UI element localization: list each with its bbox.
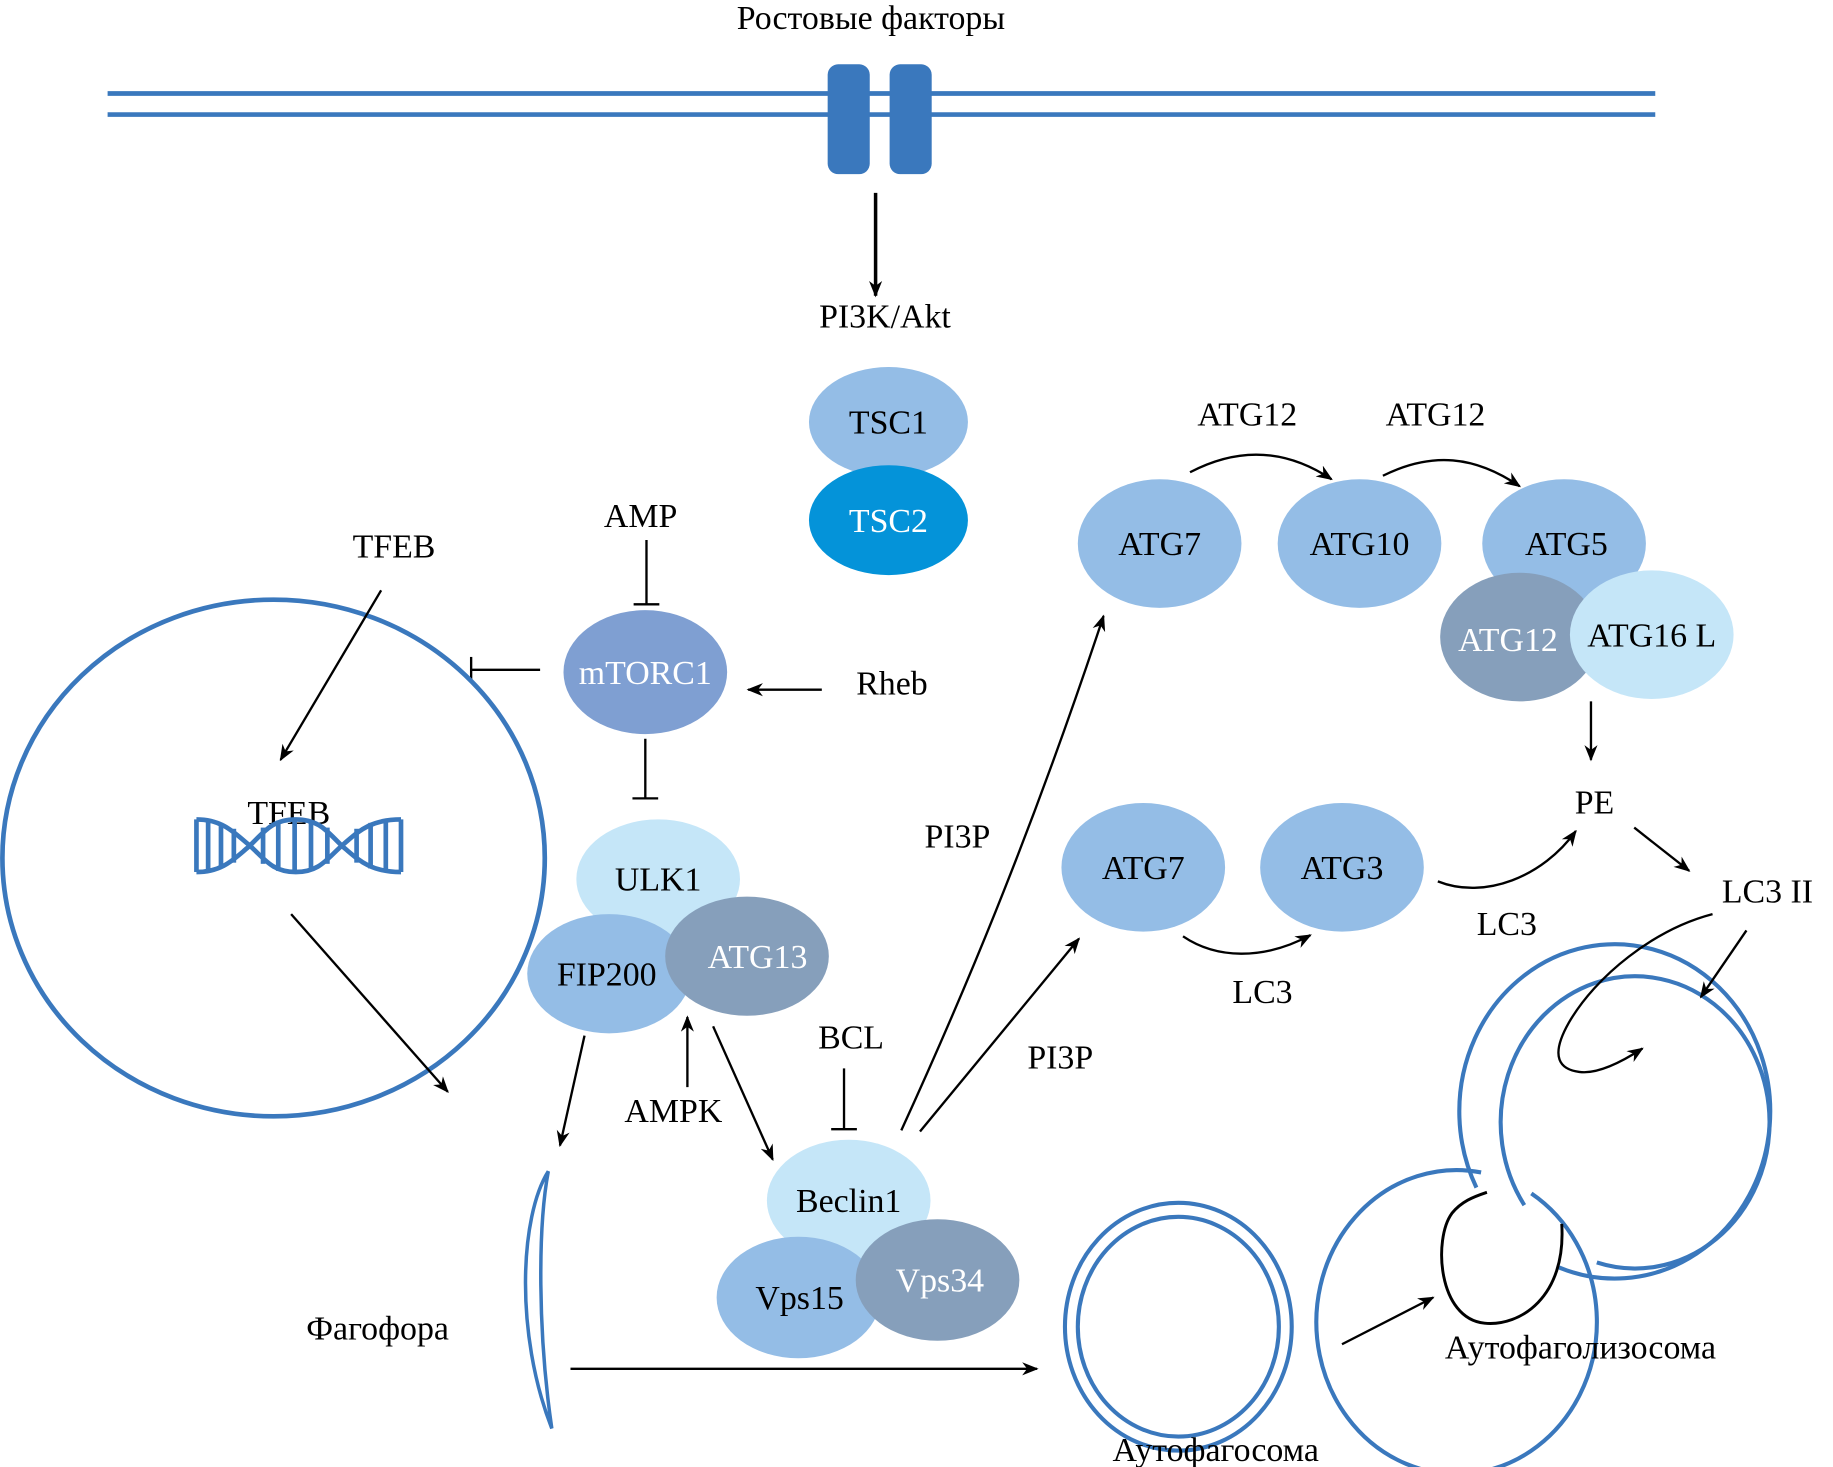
label-bcl: BCL [818, 1020, 884, 1057]
label-pi3k-akt: PI3K/Akt [819, 298, 951, 335]
fip200-node [527, 914, 691, 1034]
inhibit-bcl-beclin1 [831, 1068, 857, 1131]
atg12-complex-label: ATG12 [1458, 622, 1558, 659]
arrow-atg3-to-pe [1437, 829, 1577, 889]
vps15-node [716, 1236, 881, 1359]
receptor-icon [827, 64, 932, 175]
tsc-complex: TSC1 TSC2 [808, 367, 968, 576]
ulk1-label: ULK1 [615, 862, 702, 899]
atg16l-label: ATG16 L [1587, 617, 1716, 654]
arrow-atg7-to-atg3 [1182, 934, 1312, 955]
label-lc3-lower: LC3 [1232, 974, 1292, 1011]
cell-membrane [107, 91, 1656, 117]
label-phagophore: Фагофора [306, 1311, 449, 1348]
label-rheb: Rheb [856, 665, 928, 702]
label-growth-factors: Ростовые факторы [737, 0, 1005, 37]
label-lc3-ii: LC3 II [1722, 873, 1813, 910]
arrow-beclin1-to-atg7-mid [919, 937, 1081, 1133]
atg7-mid-label: ATG7 [1102, 850, 1185, 887]
tsc1-label: TSC1 [849, 405, 928, 442]
ulk1-complex: ULK1 FIP200 ATG13 [527, 819, 829, 1034]
label-amp: AMP [604, 498, 677, 535]
vps34-node [855, 1219, 1020, 1341]
phagophore-shape [523, 1170, 554, 1430]
label-pi3p-upper: PI3P [924, 818, 990, 855]
dna-icon [194, 817, 404, 875]
label-pe: PE [1575, 785, 1615, 822]
tsc2-label: TSC2 [849, 503, 928, 540]
atg5-label: ATG5 [1525, 526, 1608, 563]
vps15-label: Vps15 [755, 1280, 843, 1317]
label-atg12-top-2: ATG12 [1386, 396, 1486, 433]
atg3-node [1260, 803, 1424, 932]
beclin1-label: Beclin1 [796, 1183, 901, 1220]
inhibit-amp-mtorc1 [633, 540, 660, 606]
arrow-ulk1-to-phagophore [556, 1035, 586, 1148]
vps34-label: Vps34 [896, 1263, 985, 1300]
tsc2-node [808, 465, 968, 576]
autophagosome-shape [1062, 1200, 1294, 1453]
atg12-complex-node [1440, 572, 1600, 702]
atg7-mid-node [1061, 803, 1226, 932]
atg16l-node [1569, 570, 1734, 700]
mtorc1-node [563, 610, 728, 735]
atg10-node [1277, 479, 1442, 608]
arrow-pe-to-lc3ii [1633, 826, 1691, 872]
atg5-atg12-atg16l-complex: ATG5 ATG12 ATG16 L [1440, 479, 1734, 702]
arrow-lc3ii-to-membrane [1699, 929, 1748, 999]
nucleus [0, 597, 548, 1119]
arrow-atg7-to-atg10 [1189, 453, 1333, 481]
arrow-tfeb-to-phagophore [290, 913, 449, 1094]
atg13-label: ATG13 [708, 939, 808, 976]
arrow-lc3ii-loop [1557, 912, 1713, 1074]
tsc1-node [808, 367, 968, 477]
mtorc1-label: mTORC1 [579, 655, 712, 692]
atg7-top-label: ATG7 [1118, 526, 1201, 563]
label-ampk: AMPK [624, 1093, 722, 1130]
arrow-autophagosome-to-autophagolysosome [1341, 1296, 1435, 1346]
inhibit-mtorc1-tfeb [469, 656, 541, 683]
beclin1-complex: Beclin1 Vps15 Vps34 [716, 1139, 1020, 1359]
arrow-beclin1-to-atg7-top [900, 614, 1106, 1131]
arrow-ulk1-to-beclin1 [712, 1025, 774, 1162]
atg7-top-node [1077, 479, 1242, 608]
label-tfeb-outer: TFEB [353, 529, 436, 566]
atg10-label: ATG10 [1310, 526, 1410, 563]
atg3-label: ATG3 [1301, 850, 1384, 887]
autophagolysosome-shape [1314, 942, 1773, 1467]
inhibit-mtorc1-ulk1 [632, 738, 659, 800]
atg13-node [665, 896, 829, 1016]
label-autophagolysosome: Аутофаголизосома [1445, 1329, 1716, 1366]
label-autophagosome: Аутофагосома [1113, 1432, 1319, 1467]
label-atg12-top-1: ATG12 [1197, 396, 1297, 433]
label-pi3p-lower: PI3P [1027, 1039, 1093, 1076]
arrow-tfeb-into-nucleus [279, 589, 383, 762]
arrow-atg10-to-atg5 [1382, 458, 1522, 488]
label-lc3-right: LC3 [1477, 906, 1537, 943]
fip200-label: FIP200 [557, 956, 657, 993]
